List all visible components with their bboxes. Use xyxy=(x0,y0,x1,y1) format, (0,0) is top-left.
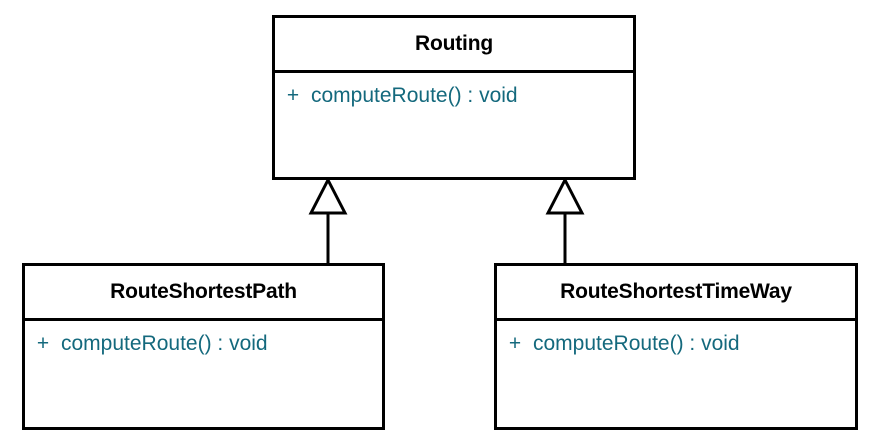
uml-member-signature: computeRoute() : void xyxy=(61,332,268,355)
uml-visibility-marker: + xyxy=(508,332,522,355)
uml-class-name-routeshortesttimeway: RouteShortestTimeWay xyxy=(497,266,855,321)
generalization-arrowhead-right xyxy=(545,176,585,215)
uml-class-routeshortestpath[interactable]: RouteShortestPath + computeRoute() : voi… xyxy=(22,263,385,430)
uml-member-row: + computeRoute() : void xyxy=(497,332,855,356)
generalization-arrowhead-left xyxy=(308,176,348,215)
uml-member-row: + computeRoute() : void xyxy=(25,332,382,356)
uml-class-name-routing: Routing xyxy=(275,18,633,73)
uml-visibility-marker: + xyxy=(36,332,50,355)
uml-members-routeshortesttimeway: + computeRoute() : void xyxy=(497,321,855,427)
uml-class-routeshortesttimeway[interactable]: RouteShortestTimeWay + computeRoute() : … xyxy=(494,263,858,430)
uml-class-name-routeshortestpath: RouteShortestPath xyxy=(25,266,382,321)
uml-member-signature: computeRoute() : void xyxy=(311,84,518,107)
uml-member-signature: computeRoute() : void xyxy=(533,332,740,355)
uml-members-routeshortestpath: + computeRoute() : void xyxy=(25,321,382,427)
uml-members-routing: + computeRoute() : void xyxy=(275,73,633,177)
uml-member-row: + computeRoute() : void xyxy=(275,84,633,108)
generalization-routeshortestpath-to-routing xyxy=(308,176,348,264)
generalization-routeshortesttimeway-to-routing xyxy=(545,176,585,264)
uml-visibility-marker: + xyxy=(286,84,300,107)
uml-class-routing[interactable]: Routing + computeRoute() : void xyxy=(272,15,636,180)
